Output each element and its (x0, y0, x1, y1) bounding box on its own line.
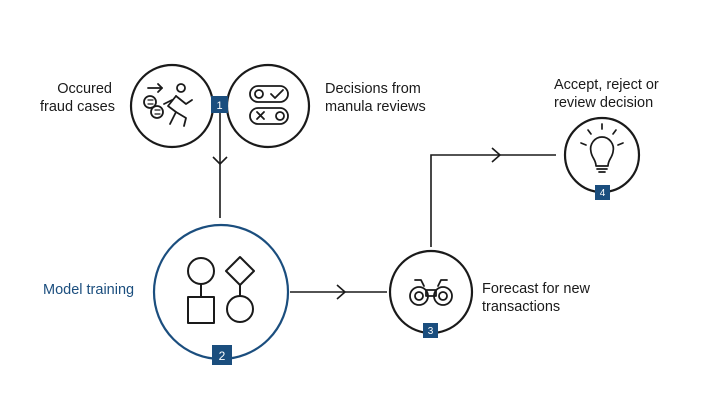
model-training-label: Model training (43, 281, 134, 299)
badge-3-number: 3 (428, 326, 434, 337)
arrowhead-down (212, 156, 228, 166)
badge-4-number: 4 (600, 188, 606, 199)
fraud-cases-label-line-2: fraud cases (40, 99, 115, 115)
binoculars-icon (409, 279, 453, 306)
fraud-cases-node (129, 63, 215, 149)
badge-2: 2 (212, 345, 232, 365)
manual-reviews-label: Decisions from manula reviews (325, 80, 426, 116)
model-training-label-text: Model training (43, 282, 135, 298)
badge-4: 4 (595, 185, 610, 200)
fraud-cases-label-line-1: Occured (57, 81, 112, 97)
fraud-runner-icon (143, 83, 193, 127)
fraud-cases-label: Occured fraud cases (40, 80, 115, 116)
decision-label: Accept, reject or review decision (554, 76, 659, 112)
forecast-node: 3 (388, 249, 474, 338)
badge-3: 3 (423, 323, 438, 338)
badge-1: 1 (211, 96, 228, 113)
forecast-label-line-2: transactions (482, 299, 561, 315)
manual-reviews-label-line-2: manula reviews (325, 99, 426, 115)
lightbulb-icon (580, 123, 624, 173)
model-training-node: 2 (152, 223, 290, 365)
connectors (212, 113, 556, 300)
manual-reviews-label-line-1: Decisions from (325, 81, 421, 97)
badge-2-number: 2 (219, 349, 226, 363)
decision-label-line-1: Accept, reject or (554, 77, 659, 93)
connector-forecast-to-decision (430, 154, 556, 247)
manual-reviews-node (225, 63, 311, 149)
decision-node: 4 (563, 116, 641, 200)
arrowhead-right-1 (336, 284, 347, 300)
shapes-model-icon (187, 256, 255, 324)
arrowhead-right-2 (491, 147, 502, 163)
review-toggle-icon (249, 85, 289, 125)
forecast-label: Forecast for new transactions (482, 280, 590, 316)
decision-label-line-2: review decision (554, 95, 654, 111)
forecast-label-line-1: Forecast for new (482, 281, 590, 297)
badge-1-number: 1 (216, 100, 222, 112)
